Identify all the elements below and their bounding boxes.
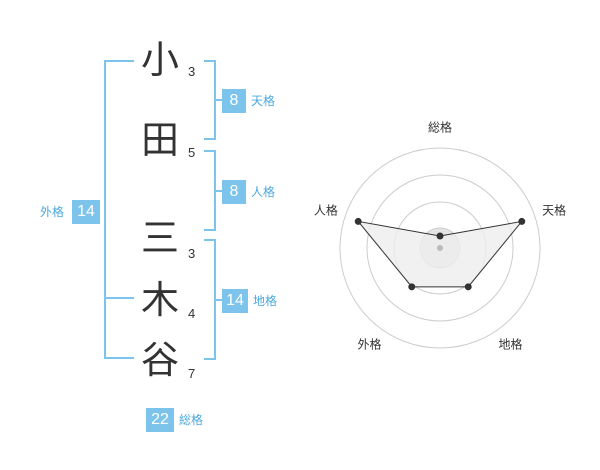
name-char-3: 三: [140, 216, 179, 260]
jinkaku-value-badge: 8: [222, 180, 246, 204]
chikaku-bracket: [204, 239, 216, 360]
tenkaku-bracket-tick: [216, 99, 222, 101]
radar-axis-label-3: 地格: [499, 337, 523, 352]
gaikaku-bracket: [104, 60, 134, 359]
radar-ring-4: [339, 147, 541, 349]
name-char-1: 小: [140, 38, 179, 82]
radar-center-dot: [437, 245, 443, 251]
jinkaku-label: 人格: [251, 185, 276, 199]
radar-point-3: [464, 283, 472, 291]
stroke-count-4: 4: [188, 306, 196, 321]
radar-value-polygon: [356, 220, 524, 288]
jinkaku-bracket: [204, 150, 216, 231]
name-char-5: 谷: [140, 338, 179, 382]
stroke-count-1: 3: [188, 64, 196, 79]
radar-point-2: [518, 217, 526, 225]
gaikaku-label: 外格: [40, 205, 65, 219]
jinkaku-bracket-tick: [216, 190, 222, 192]
soukaku-value-badge: 22: [146, 408, 174, 432]
stroke-count-2: 5: [188, 145, 196, 160]
stroke-count-5: 7: [188, 366, 196, 381]
tenkaku-value-badge: 8: [222, 89, 246, 113]
radar-point-1: [436, 232, 444, 240]
gaikaku-bracket-divider: [104, 297, 134, 299]
radar-axis-label-1: 総格: [428, 120, 452, 135]
name-char-2: 田: [140, 118, 179, 162]
tenkaku-label: 天格: [251, 94, 276, 108]
chikaku-bracket-tick: [216, 299, 222, 301]
chikaku-value-badge: 14: [222, 289, 248, 313]
stroke-count-3: 3: [188, 246, 196, 261]
radar-point-5: [354, 217, 362, 225]
name-char-4: 木: [140, 278, 179, 322]
radar-axis-label-4: 外格: [357, 337, 381, 352]
tenkaku-bracket: [204, 60, 216, 140]
radar-axis-label-5: 人格: [314, 202, 338, 217]
gaikaku-value-badge: 14: [72, 200, 100, 224]
radar-ring-3: [366, 174, 514, 322]
radar-axis-label-2: 天格: [542, 202, 566, 217]
radar-point-4: [408, 283, 416, 291]
soukaku-label: 総格: [179, 413, 204, 427]
chikaku-label: 地格: [253, 294, 278, 308]
